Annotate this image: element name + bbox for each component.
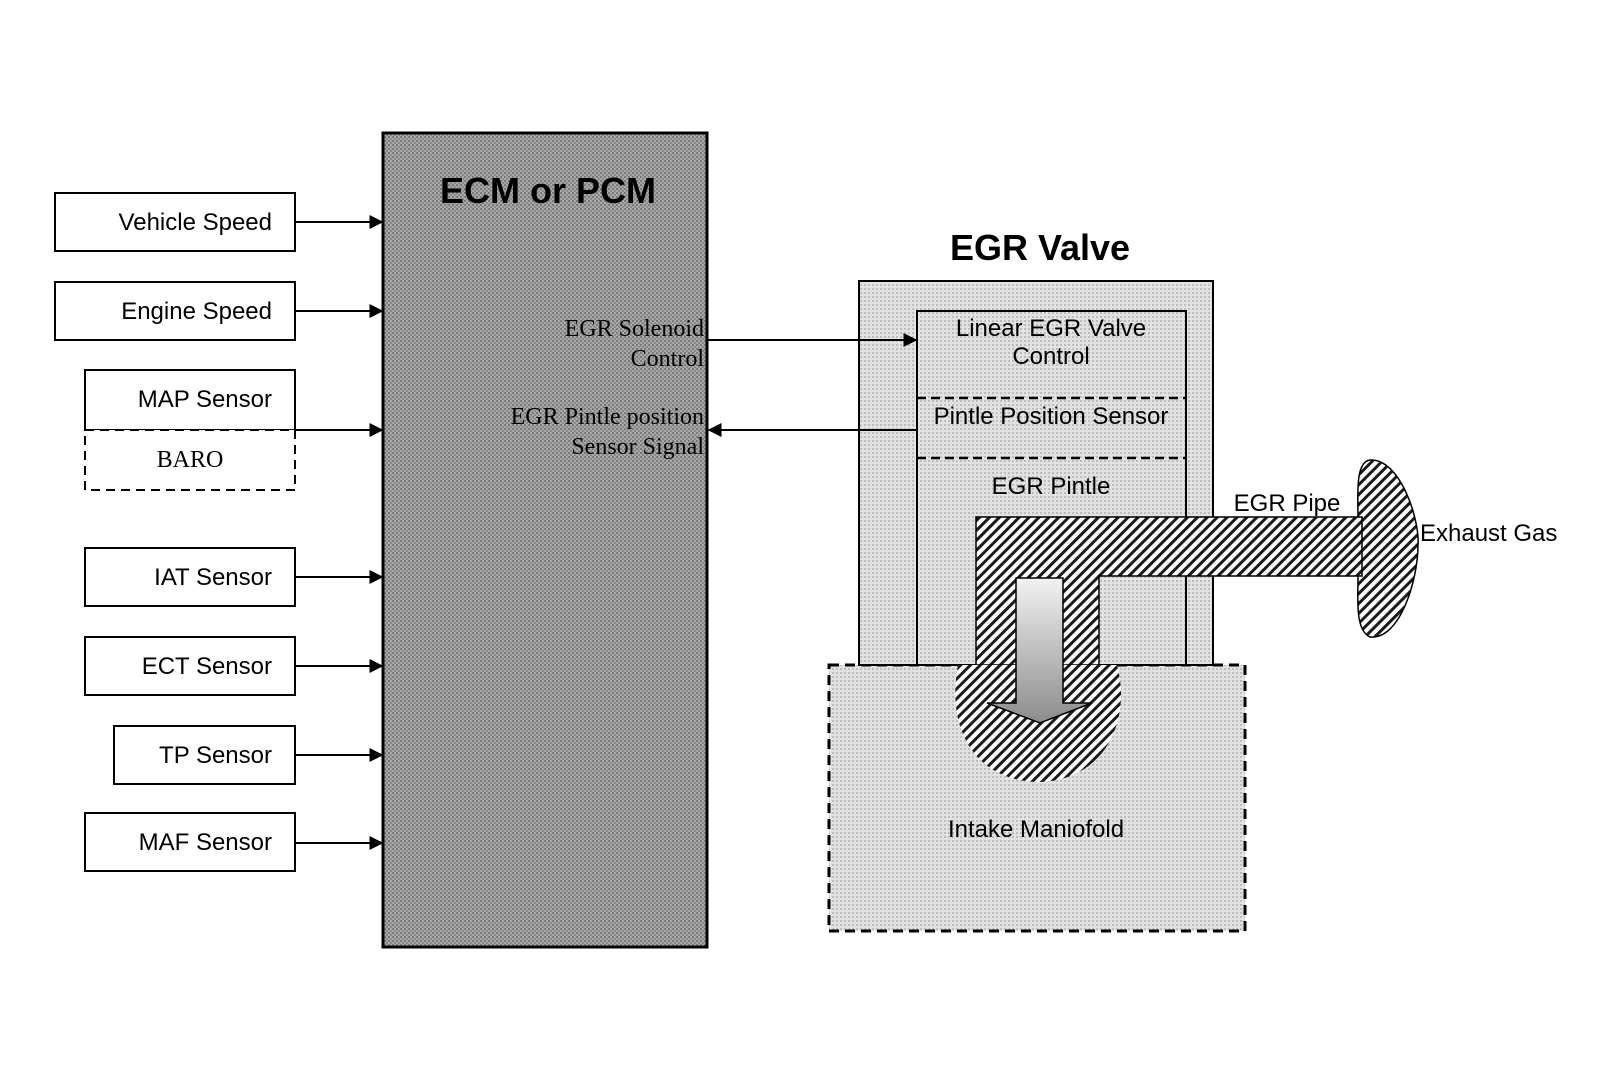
- signal-pintle-label-2: Sensor Signal: [571, 434, 704, 460]
- signal-pintle-label: EGR Pintle position: [511, 404, 704, 430]
- input-label: MAF Sensor: [139, 829, 272, 856]
- signal-solenoid-label-2: Control: [631, 346, 705, 372]
- input-label: BARO: [157, 447, 224, 473]
- input-label: MAP Sensor: [138, 386, 272, 413]
- pintle-sensor-label: Pintle Position Sensor: [934, 403, 1169, 430]
- flow-arrow: [986, 577, 1093, 724]
- exhaust-gas-label: Exhaust Gas: [1420, 520, 1557, 547]
- intake-manifold-label: Intake Maniofold: [948, 816, 1124, 843]
- ecm-title: ECM or PCM: [440, 170, 656, 211]
- input-vehicle-speed: Vehicle Speed: [54, 192, 384, 252]
- input-label: ECT Sensor: [142, 653, 272, 680]
- input-label: Engine Speed: [121, 298, 272, 325]
- input-ect-sensor: ECT Sensor: [84, 636, 384, 696]
- signal-solenoid-label: EGR Solenoid: [565, 316, 704, 342]
- linear-egr-label: Linear EGR Valve: [956, 315, 1146, 342]
- linear-egr-label-2: Control: [1012, 343, 1089, 370]
- input-engine-speed: Engine Speed: [54, 281, 384, 341]
- input-iat-sensor: IAT Sensor: [84, 547, 384, 607]
- ecm-block: ECM or PCM: [381, 131, 709, 949]
- egr-valve-title: EGR Valve: [950, 227, 1130, 268]
- egr-pipe-label: EGR Pipe: [1234, 490, 1341, 517]
- egr-pintle-label: EGR Pintle: [992, 473, 1111, 500]
- input-maf-sensor: MAF Sensor: [84, 812, 384, 872]
- input-baro: BARO: [84, 429, 296, 491]
- input-tp-sensor: TP Sensor: [113, 725, 384, 785]
- input-map-sensor: MAP Sensor: [84, 369, 296, 431]
- input-label: TP Sensor: [159, 742, 272, 769]
- exhaust-gas-path: [955, 459, 1419, 782]
- input-label: Vehicle Speed: [119, 209, 272, 236]
- input-label: IAT Sensor: [154, 564, 272, 591]
